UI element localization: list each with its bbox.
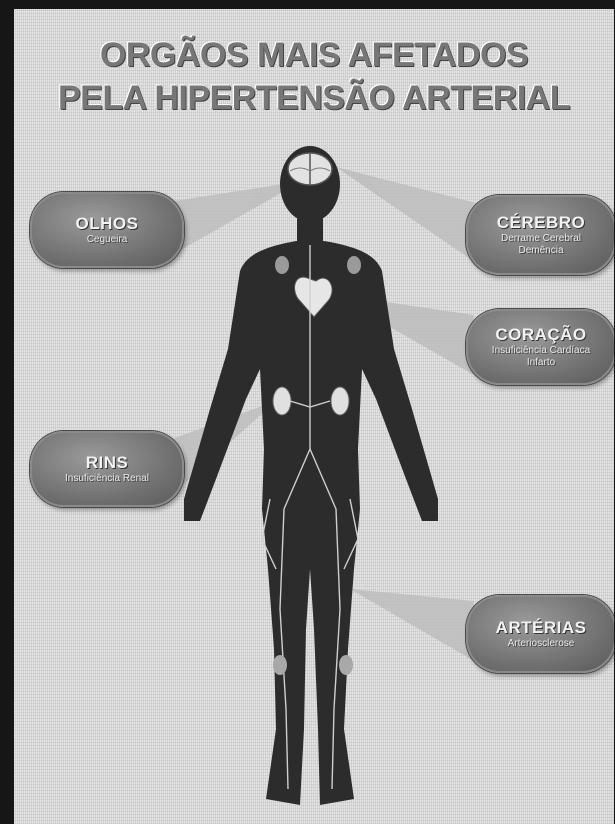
- callout-arterias-title: ARTÉRIAS: [496, 618, 587, 638]
- brain-icon: [288, 153, 332, 185]
- callout-olhos-subtitle: Cegueira: [77, 234, 138, 246]
- callout-coracao-title: CORAÇÃO: [495, 325, 586, 345]
- callout-cerebro-subtitle: Derrame Cerebral Demência: [468, 233, 614, 257]
- beam-cerebro: [336, 167, 476, 263]
- beam-arterias: [350, 589, 474, 661]
- callout-arterias: ARTÉRIAS Arteriosclerose: [466, 595, 614, 673]
- callout-coracao: CORAÇÃO Insuficiência Cardíaca Infarto: [466, 309, 614, 385]
- callout-cerebro: CÉREBRO Derrame Cerebral Demência: [466, 195, 614, 275]
- callout-rins-subtitle: Insuficiência Renal: [55, 473, 159, 485]
- callout-rins-title: RINS: [86, 453, 129, 473]
- callout-cerebro-title: CÉREBRO: [497, 213, 586, 233]
- poster: ORGÃOS MAIS AFETADOS PELA HIPERTENSÃO AR…: [14, 9, 614, 824]
- callout-coracao-subtitle: Insuficiência Cardíaca Infarto: [468, 345, 614, 369]
- anatomy-diagram: [14, 9, 614, 824]
- callout-olhos: OLHOS Cegueira: [30, 192, 184, 268]
- callout-arterias-subtitle: Arteriosclerose: [498, 638, 585, 650]
- callout-rins: RINS Insuficiência Renal: [30, 431, 184, 507]
- callout-olhos-title: OLHOS: [76, 214, 139, 234]
- body-silhouette: [184, 146, 438, 805]
